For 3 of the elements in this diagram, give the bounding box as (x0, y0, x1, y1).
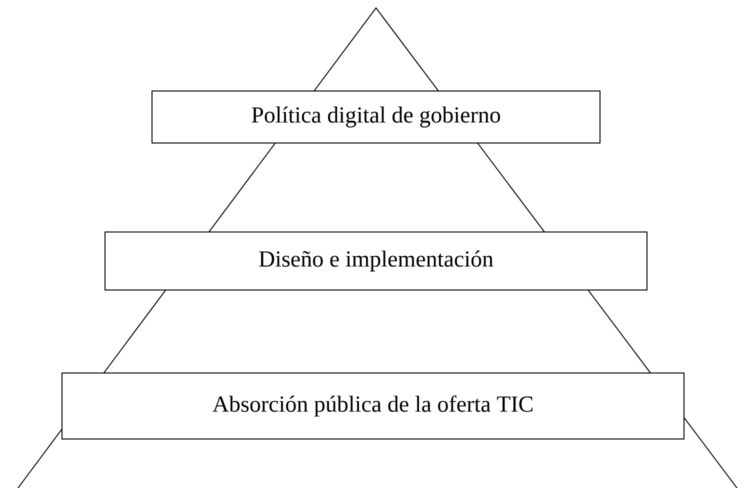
level-box: Diseño e implementación (104, 232, 648, 290)
level-box: Absorción pública de la oferta TIC (62, 372, 684, 440)
level-box: Política digital de gobierno (152, 90, 600, 144)
